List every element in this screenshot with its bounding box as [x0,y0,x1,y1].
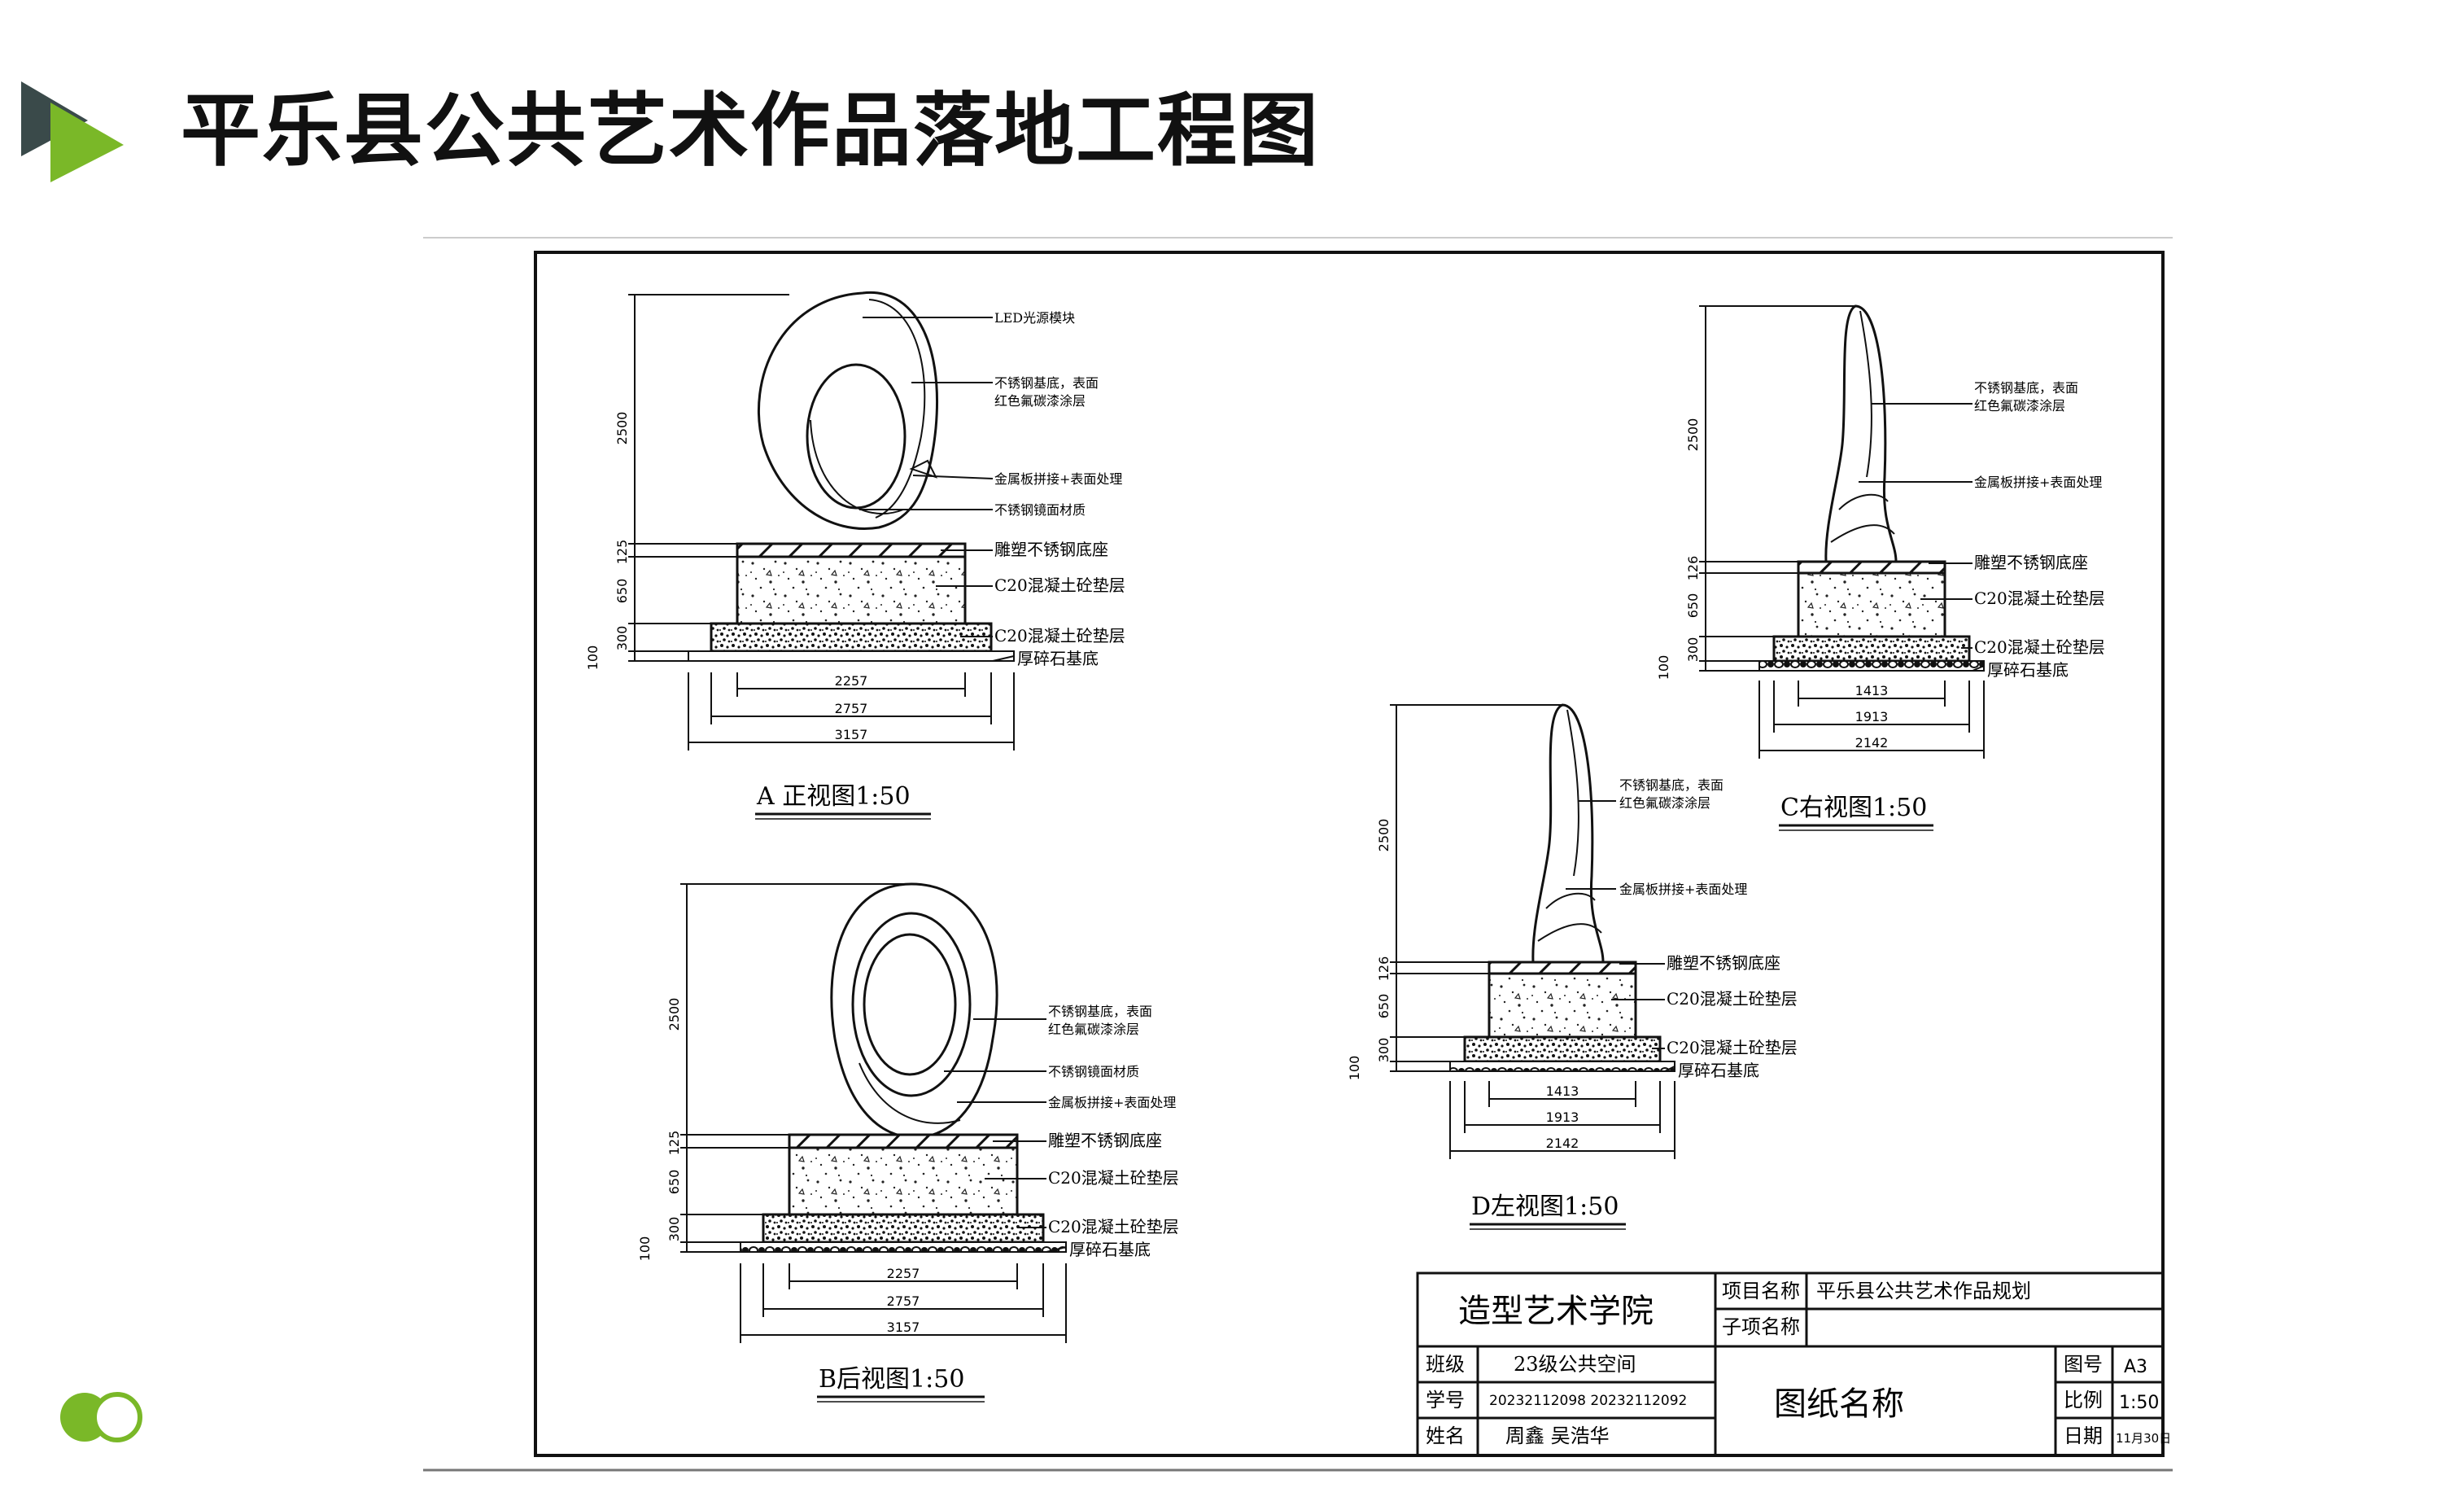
tb-project-label: 项目名称 [1722,1280,1800,1302]
caption-d: D左视图1:50 [1471,1193,1619,1221]
note-b-4: 雕塑不锈钢底座 [1048,1131,1162,1150]
tb-date-value: 11月30日 [2116,1431,2171,1446]
tb-drawing-name: 图纸名称 [1774,1385,1904,1423]
tb-subproject-label: 子项名称 [1722,1315,1800,1338]
tb-school: 造型艺术学院 [1458,1293,1654,1330]
note-b-3: 金属板拼接+表面处理 [1048,1095,1176,1110]
dim-d-v2: 650 [1376,994,1391,1019]
dim-d-h1: 1913 [1546,1109,1579,1125]
note-a-5: 雕塑不锈钢底座 [994,540,1108,559]
note-a-3: 金属板拼接+表面处理 [994,471,1122,487]
title-block [1416,1271,2165,1457]
view-b-back: 2500 125 650 300 100 2257 2757 3157 不锈钢基… [637,882,1179,1403]
dim-c-h2: 2142 [1855,735,1889,751]
dim-c-v4: 100 [1656,655,1671,681]
view-d-left: 2500 126 650 300 100 1413 1913 2142 不锈钢基… [1347,703,1798,1230]
note-c-0: 不锈钢基底，表面 [1974,380,2078,396]
caption-a: A 正视图1:50 [756,782,911,811]
note-a-2: 红色氟碳漆涂层 [994,393,1086,409]
tb-date-label: 日期 [2064,1425,2103,1447]
dim-a-v0: 2500 [614,412,630,445]
note-b-0: 不锈钢基底，表面 [1048,1004,1152,1019]
note-b-7: 厚碎石基底 [1069,1240,1151,1259]
view-a-front: 2500 125 650 300 100 2257 2757 3157 LED光… [585,291,1125,820]
note-a-0: LED光源模块 [994,310,1075,326]
tb-scale-label: 比例 [2064,1389,2103,1411]
dim-a-h2: 3157 [835,727,868,742]
note-a-4: 不锈钢镜面材质 [994,502,1086,518]
dim-d-h0: 1413 [1546,1083,1579,1099]
dim-b-h1: 2757 [887,1293,920,1309]
note-d-6: 厚碎石基底 [1678,1061,1759,1080]
note-c-1: 红色氟碳漆涂层 [1974,398,2065,414]
note-a-1: 不锈钢基底，表面 [994,375,1099,391]
caption-b: B后视图1:50 [819,1365,964,1394]
tb-sheet-label: 图号 [2064,1353,2103,1376]
dim-a-h0: 2257 [835,673,868,689]
dim-b-v3: 300 [666,1217,682,1242]
dim-b-v0: 2500 [666,998,682,1031]
logo-arrow-icon [21,81,124,182]
tb-project-value: 平乐县公共艺术作品规划 [1816,1280,2031,1302]
tb-scale-value: 1:50 [2119,1393,2159,1413]
tb-name-label: 姓名 [1426,1425,1465,1447]
page-title: 平乐县公共艺术作品落地工程图 [181,85,1321,177]
note-a-7: C20混凝土砼垫层 [994,626,1125,646]
note-d-1: 红色氟碳漆涂层 [1619,795,1710,811]
dim-a-v1: 125 [614,540,630,565]
tb-class-value: 23级公共空间 [1514,1353,1636,1376]
engineering-drawing-sheet: 2500 125 650 300 100 2257 2757 3157 LED光… [423,237,2173,1472]
note-c-4: C20混凝土砼垫层 [1974,589,2105,608]
tb-id-label: 学号 [1426,1389,1465,1411]
dim-d-v1: 126 [1376,956,1391,982]
tb-id-value: 20232112098 20232112092 [1489,1393,1687,1409]
note-c-6: 厚碎石基底 [1987,660,2069,680]
dim-b-v1: 125 [666,1131,682,1156]
dim-b-v2: 650 [666,1170,682,1195]
dim-a-h1: 2757 [835,701,868,716]
note-b-6: C20混凝土砼垫层 [1048,1217,1179,1236]
dim-c-h1: 1913 [1855,709,1889,724]
dim-d-v3: 300 [1376,1038,1391,1063]
dim-a-v2: 650 [614,579,630,604]
note-c-3: 雕塑不锈钢底座 [1974,553,2088,572]
dim-c-h0: 1413 [1855,683,1889,698]
note-c-5: C20混凝土砼垫层 [1974,637,2105,657]
note-b-2: 不锈钢镜面材质 [1048,1064,1139,1079]
note-d-0: 不锈钢基底，表面 [1619,777,1723,793]
dim-a-v4: 100 [585,646,601,671]
dim-d-v0: 2500 [1376,819,1391,852]
dim-c-v0: 2500 [1685,418,1701,452]
note-d-4: C20混凝土砼垫层 [1667,989,1798,1009]
dim-d-h2: 2142 [1546,1136,1579,1151]
note-d-2: 金属板拼接+表面处理 [1619,882,1747,897]
view-c-right: 2500 126 650 300 100 1413 1913 2142 不锈钢基… [1656,304,2105,831]
dim-c-v1: 126 [1685,556,1701,581]
decorative-circles-icon [60,1392,142,1442]
note-d-3: 雕塑不锈钢底座 [1667,953,1780,973]
dim-b-h2: 3157 [887,1320,920,1335]
note-d-5: C20混凝土砼垫层 [1667,1038,1798,1057]
dim-b-h0: 2257 [887,1266,920,1281]
note-b-1: 红色氟碳漆涂层 [1048,1022,1139,1037]
dim-c-v3: 300 [1685,637,1701,663]
note-a-8: 厚碎石基底 [1017,649,1099,668]
dim-d-v4: 100 [1347,1056,1362,1081]
tb-name-value: 周鑫 吴浩华 [1505,1425,1610,1447]
note-c-2: 金属板拼接+表面处理 [1974,475,2102,490]
tb-sheet-value: A3 [2124,1357,2147,1377]
caption-c: C右视图1:50 [1780,794,1927,822]
dim-c-v2: 650 [1685,593,1701,619]
dim-b-v4: 100 [637,1236,653,1262]
tb-class-label: 班级 [1426,1353,1465,1376]
note-b-5: C20混凝土砼垫层 [1048,1168,1179,1188]
note-a-6: C20混凝土砼垫层 [994,576,1125,595]
dim-a-v3: 300 [614,626,630,651]
